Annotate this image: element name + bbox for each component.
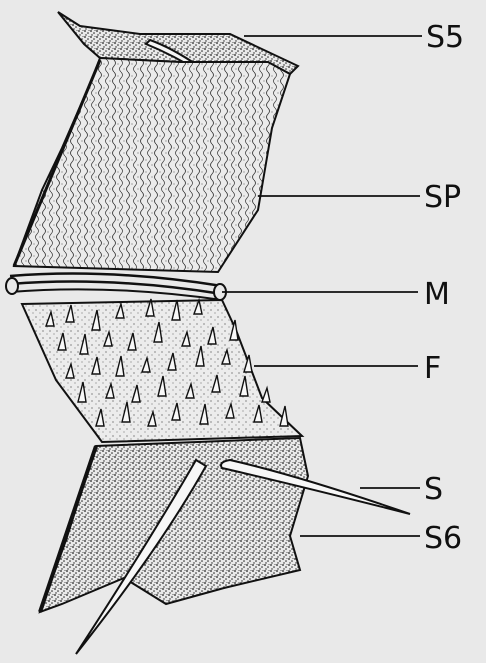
label-s6: S6 bbox=[424, 521, 462, 556]
label-s5: S5 bbox=[426, 20, 464, 55]
spine bbox=[262, 388, 270, 402]
membrane-m bbox=[6, 274, 226, 300]
label-sp: SP bbox=[424, 180, 461, 215]
segment-s6 bbox=[40, 438, 308, 612]
label-f: F bbox=[424, 351, 441, 386]
label-m: M bbox=[424, 277, 450, 312]
label-s: S bbox=[424, 472, 443, 507]
